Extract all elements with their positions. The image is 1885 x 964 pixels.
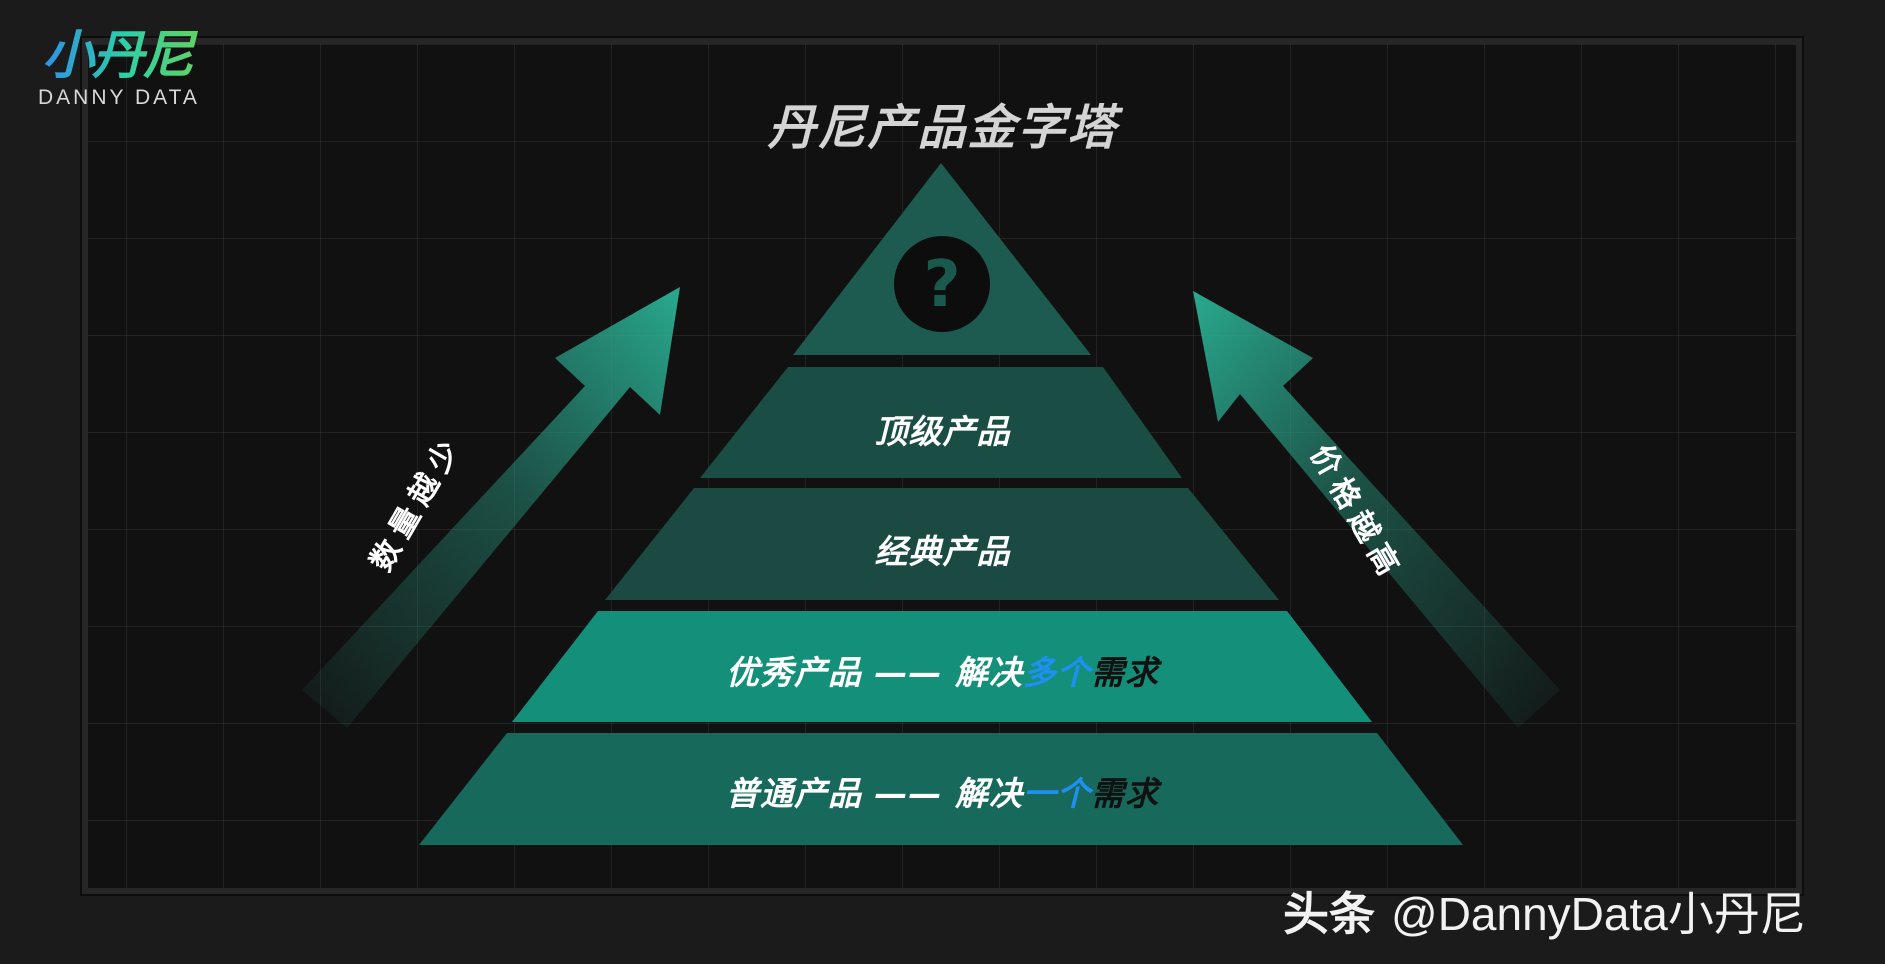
tier-label-top-product: 顶级产品: [874, 412, 1011, 451]
diagram-title: 丹尼产品金字塔: [767, 100, 1118, 156]
svg-text:?: ?: [923, 248, 960, 322]
tier-label-normal-product: 普通产品 —— 解决一个需求: [0, 767, 1885, 815]
logo-mark: 小丹尼: [42, 28, 208, 84]
right-arrow: [1193, 291, 1560, 728]
watermark-brand: 头条: [1283, 888, 1375, 940]
tier-label-suffix: 需求: [1090, 774, 1159, 813]
watermark-handle: @DannyData小丹尼: [1391, 888, 1806, 940]
tier-label-classic-product: 经典产品: [874, 532, 1011, 571]
tier-label-text: 优秀产品 —— 解决: [726, 653, 1023, 692]
tier-label-excellent-product: 优秀产品 —— 解决多个需求: [0, 646, 1885, 694]
logo-text: DANNY DATA: [38, 86, 200, 109]
left-arrow: [302, 287, 680, 728]
pyramid-tier-5: [419, 733, 1463, 845]
tier-label-highlight: 多个: [1022, 653, 1091, 692]
pyramid-tier-4: [512, 611, 1372, 722]
tier-label-highlight: 一个: [1022, 774, 1091, 813]
question-icon: ?: [894, 236, 990, 332]
logo: 小丹尼 DANNY DATA: [38, 28, 208, 110]
pyramid-tier-3: [605, 488, 1279, 600]
tier-label-suffix: 需求: [1090, 653, 1159, 692]
watermark: 头条 @DannyData小丹尼: [1283, 878, 1806, 944]
tier-label-text: 普通产品 —— 解决: [726, 774, 1023, 813]
pyramid-tier-2: [700, 367, 1182, 478]
